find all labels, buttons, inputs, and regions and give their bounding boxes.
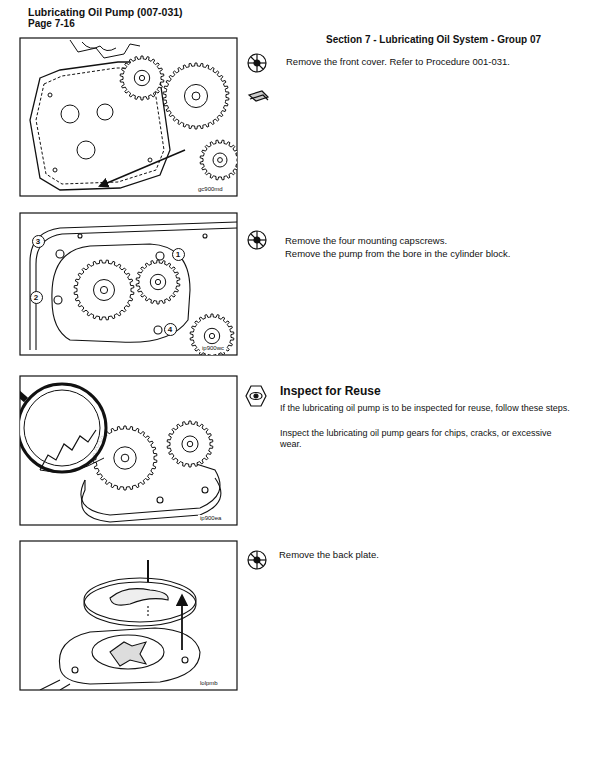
callout-number: 1	[176, 250, 180, 259]
wrench-icon	[248, 231, 266, 249]
wrench-icon	[248, 54, 266, 72]
pump-mounting-figure	[30, 222, 237, 350]
callout-number: 4	[168, 325, 172, 334]
front-cover-figure	[30, 40, 185, 190]
magnifier	[20, 384, 106, 472]
callout-circle: 2	[30, 291, 43, 304]
gear	[190, 314, 234, 355]
figure-code: ip900ea	[198, 515, 223, 522]
callout-circle: 3	[32, 235, 45, 248]
gear	[120, 56, 164, 100]
back-plate-figure	[40, 560, 200, 690]
step-heading: Inspect for Reuse	[280, 384, 381, 398]
callout-circle: 1	[172, 248, 185, 261]
figure-code: lolpmb	[198, 680, 220, 687]
gasket-icon	[249, 91, 268, 101]
page-header: Page 7-16	[28, 18, 75, 30]
step-icons	[246, 54, 268, 569]
gear	[200, 140, 237, 180]
page-header: Section 7 - Lubricating Oil System - Gro…	[326, 34, 541, 46]
gear	[136, 260, 180, 304]
step-text: Remove the back plate.	[279, 549, 379, 560]
gear	[74, 260, 134, 320]
figure-frame	[20, 38, 237, 196]
pump-gears	[93, 421, 213, 490]
pump-gears	[74, 260, 234, 355]
figure-frame	[20, 213, 237, 355]
timing-gears	[120, 56, 237, 180]
figure-code: ip900wc	[200, 345, 226, 352]
step-text: Remove the front cover. Refer to Procedu…	[286, 56, 510, 67]
inspect-icon	[246, 386, 266, 406]
page-title: Lubricating Oil Pump (007-031)	[28, 6, 288, 19]
step-text: If the lubricating oil pump is to be ins…	[280, 403, 570, 414]
callout-number: 2	[34, 293, 38, 302]
gear	[167, 421, 213, 467]
callout-number: 3	[36, 237, 40, 246]
figure-code: gc900md	[196, 186, 225, 193]
wrench-icon	[248, 551, 266, 569]
step-text: Remove the pump from the bore in the cyl…	[285, 248, 510, 259]
callout-circle: 4	[164, 323, 177, 336]
step-text: Remove the four mounting capscrews.	[285, 235, 447, 246]
step-text: Inspect the lubricating oil pump gears f…	[280, 428, 570, 450]
gear	[163, 63, 229, 129]
figure-frame	[20, 541, 237, 690]
